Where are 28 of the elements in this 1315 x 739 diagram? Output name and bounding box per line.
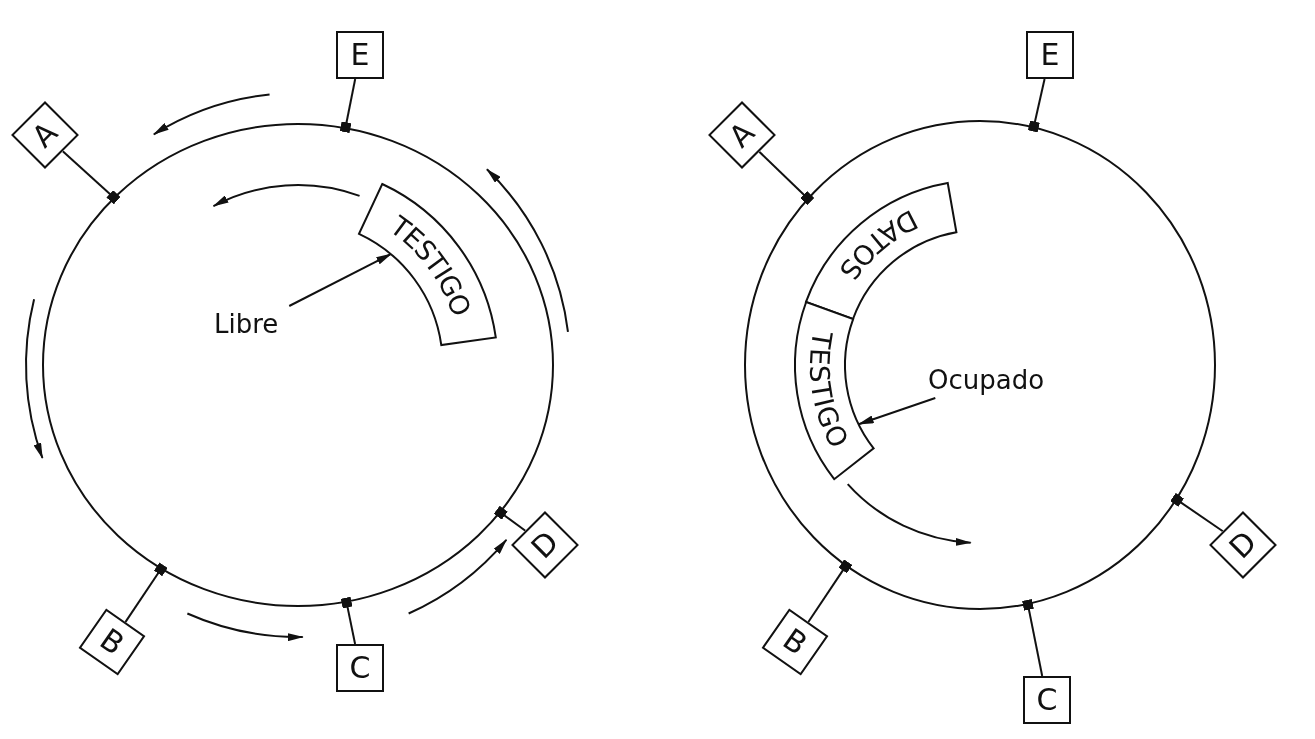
station-label: C <box>1036 685 1058 715</box>
station-box <box>1026 31 1074 79</box>
state-label: Libre <box>214 311 279 337</box>
leader-arrow <box>288 252 393 307</box>
station-label: E <box>350 40 370 70</box>
connector-line <box>340 596 357 645</box>
station-label: B <box>777 623 813 661</box>
station-label: C <box>349 653 371 683</box>
station-label: D <box>526 526 564 564</box>
station-box <box>336 31 384 79</box>
station-box <box>1023 676 1071 724</box>
connector-line <box>1170 492 1224 533</box>
station-label: E <box>1040 40 1060 70</box>
connector-line <box>339 78 357 134</box>
connector-line <box>61 150 121 205</box>
connector-line <box>1022 599 1044 677</box>
connector-line <box>807 559 853 624</box>
connector-line <box>758 150 815 206</box>
leader-arrow <box>857 397 937 426</box>
station-label: B <box>94 623 130 661</box>
station-box <box>336 644 384 692</box>
connector-line <box>1027 78 1046 133</box>
state-label: Ocupado <box>928 367 1045 393</box>
station-label: D <box>1224 526 1262 564</box>
station-label: A <box>27 117 63 153</box>
station-label: A <box>724 117 760 153</box>
connector-line <box>493 505 527 532</box>
connector-line <box>124 562 168 624</box>
